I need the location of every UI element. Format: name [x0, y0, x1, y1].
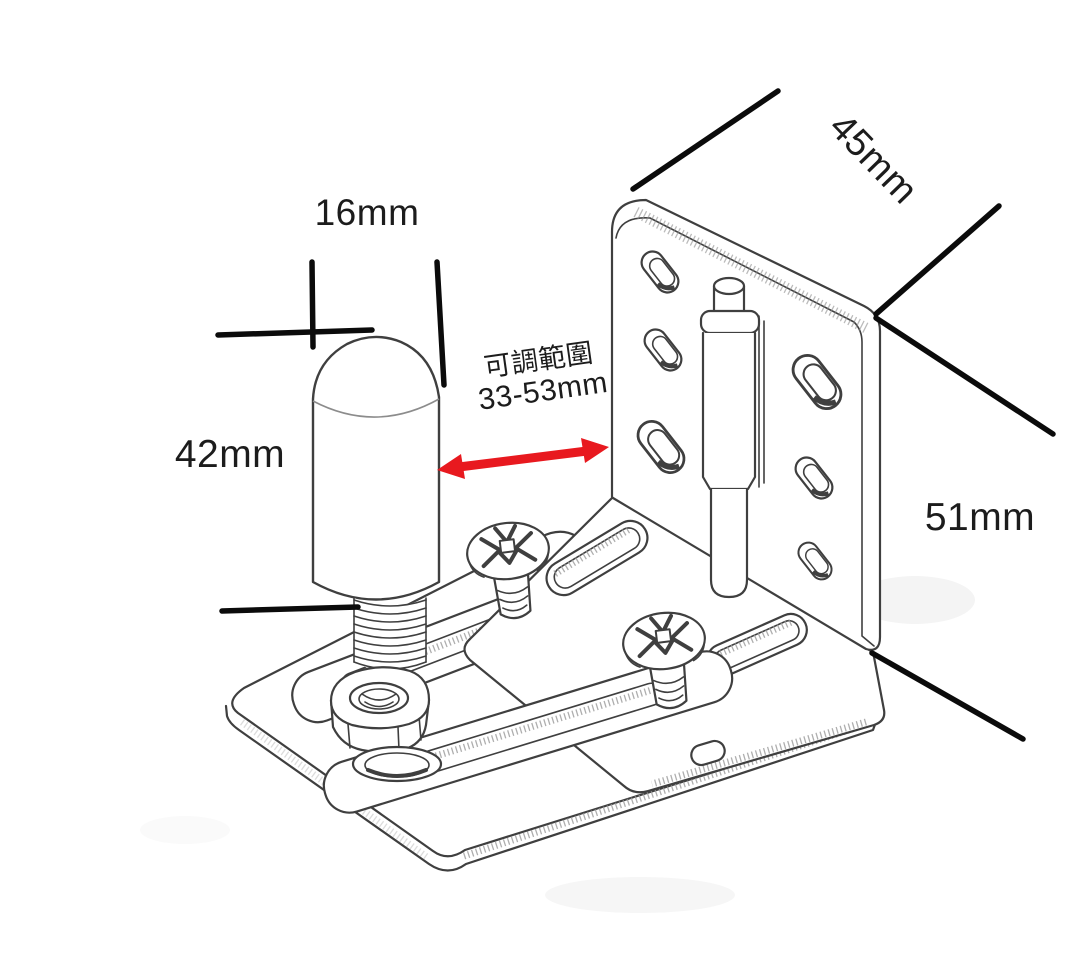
threaded-stud [353, 597, 427, 672]
leader-51mm-top [873, 315, 1056, 437]
pin-height-label: 42mm [174, 433, 286, 476]
leader-45mm-left [630, 88, 781, 192]
adjustment-range-arrow [437, 438, 609, 479]
paper-shading [140, 576, 975, 913]
plate-hole [351, 745, 443, 783]
bracket-height-label: 51mm [924, 496, 1036, 539]
pin-diameter-label: 16mm [314, 192, 420, 233]
dimension-leader-lines [215, 88, 1056, 742]
leader-42mm-top [215, 327, 375, 338]
leader-45mm-right [873, 203, 1002, 317]
leader-42mm-bottom [219, 604, 361, 614]
hex-nut [329, 666, 431, 754]
bracket-pivot-pin [699, 276, 765, 599]
guide-pin [311, 335, 441, 601]
arrow-head-left [437, 454, 465, 479]
leader-51mm-bottom [869, 650, 1026, 742]
leader-16mm-right-tick [434, 259, 447, 388]
arrow-head-right [581, 438, 609, 463]
flange-slot [545, 519, 649, 597]
